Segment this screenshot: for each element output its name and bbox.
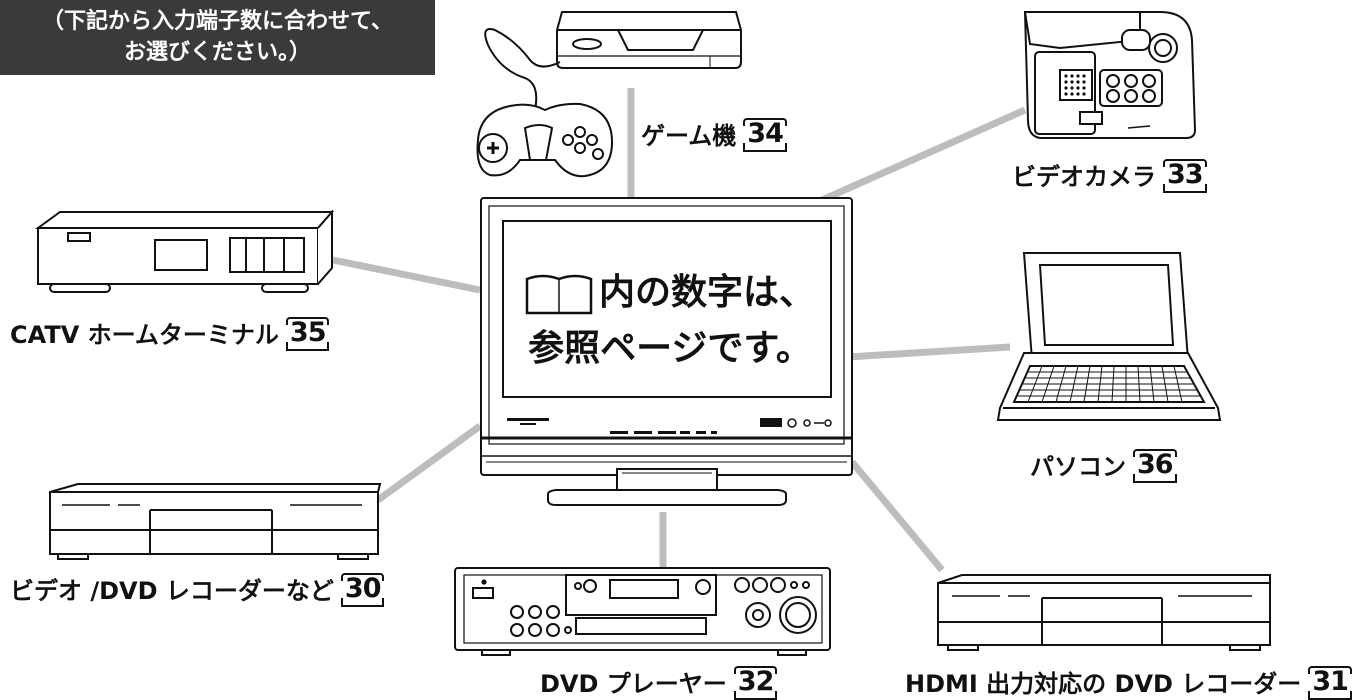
caption-catv-label: CATV ホームターミナル (10, 321, 279, 349)
caption-hdmi: HDMI 出力対応の DVD レコーダー 31 (905, 664, 1352, 700)
page-ref-game: 34 (743, 117, 787, 152)
laptop (996, 252, 1222, 421)
page-ref-hdmi: 31 (1308, 665, 1352, 700)
book-icon (525, 274, 593, 315)
screen-line-1: 内の数字は、 (505, 265, 835, 321)
screen-text-1: 内の数字は、 (598, 272, 815, 313)
caption-catv: CATV ホームターミナル 35 (10, 315, 330, 351)
page-ref-player: 32 (733, 665, 777, 700)
line-catv (332, 256, 481, 294)
connection-lines (332, 88, 1027, 573)
line-camera (820, 106, 1027, 204)
instruction-note: （下記から入力端子数に合わせて、 お選びください。） (0, 0, 435, 75)
vcr (49, 483, 382, 560)
caption-recorder: ビデオ /DVD レコーダーなど 30 (10, 571, 385, 607)
dvd-recorder (937, 574, 1271, 651)
caption-pc: パソコン 36 (1030, 447, 1177, 483)
screen-message: 内の数字は、 参照ページです。 (505, 265, 835, 377)
line-recorder (375, 423, 483, 503)
caption-player: DVD プレーヤー 32 (540, 664, 777, 700)
game-controller (476, 102, 614, 178)
dvd-player (454, 567, 831, 656)
caption-camera-label: ビデオカメラ (1012, 163, 1156, 191)
line-pc (847, 343, 1011, 361)
caption-hdmi-label: HDMI 出力対応の DVD レコーダー (905, 670, 1302, 698)
line-hdmi (849, 459, 945, 573)
tv-stand-base (547, 489, 787, 506)
catv-box (34, 209, 335, 293)
caption-recorder-label: ビデオ /DVD レコーダーなど (10, 577, 334, 605)
tv-stand-neck (616, 468, 718, 492)
note-line-1: （下記から入力端子数に合わせて、 (42, 9, 393, 34)
tv-controls (507, 418, 782, 434)
caption-player-label: DVD プレーヤー (540, 670, 727, 698)
game-console (556, 11, 742, 69)
page-ref-recorder: 30 (340, 572, 385, 607)
game-cable (484, 28, 561, 111)
note-line-2: お選びください。） (123, 40, 311, 65)
tv-frame-inner (488, 205, 845, 445)
page-ref-camera: 33 (1163, 158, 1207, 193)
caption-game-label: ゲーム機 (641, 122, 737, 150)
page-ref-pc: 36 (1133, 448, 1177, 483)
caption-pc-label: パソコン (1030, 453, 1126, 481)
video-camera (1023, 11, 1197, 139)
caption-game: ゲーム機 34 (641, 116, 787, 152)
screen-text-2: 参照ページです。 (528, 328, 812, 369)
caption-camera: ビデオカメラ 33 (1012, 157, 1207, 193)
page-ref-catv: 35 (285, 316, 330, 351)
